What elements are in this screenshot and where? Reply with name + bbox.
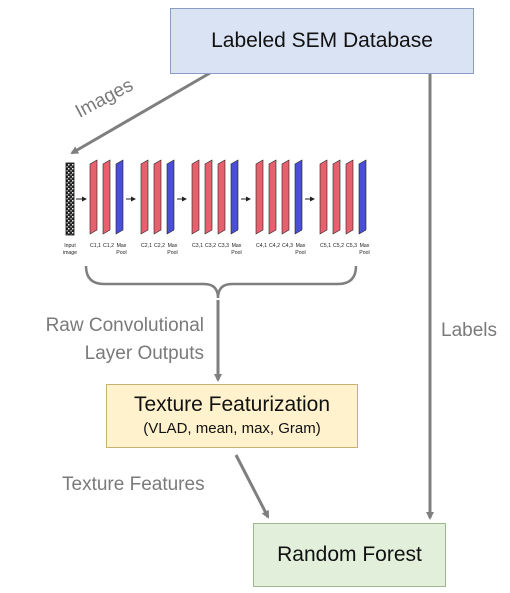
conv-layer <box>332 159 341 235</box>
pool-layer <box>166 159 175 235</box>
pool-layer-label: Pool <box>295 250 305 256</box>
conv-layer <box>319 159 328 235</box>
pool-layer <box>115 159 124 235</box>
input-image-label: Input <box>64 243 76 249</box>
conv-layer-label: C1,2 <box>103 243 114 249</box>
texture-features-edge-label: Texture Features <box>62 474 205 495</box>
conv-layer <box>89 159 98 235</box>
pool-layer-label: Pool <box>167 250 177 256</box>
conv-layer <box>217 159 226 235</box>
conv-output-brace <box>84 265 358 299</box>
conv-layer <box>281 159 290 235</box>
conv-layer <box>204 159 213 235</box>
conv-layer-label: C4,1 <box>256 243 267 249</box>
conv-layer-label: C5,1 <box>320 243 331 249</box>
pool-layer-label: Pool <box>116 250 126 256</box>
raw-outputs-edge-label: Raw Convolutional Layer Outputs <box>0 312 204 368</box>
database-label: Labeled SEM Database <box>211 29 433 52</box>
pool-layer-label: Pool <box>231 250 241 256</box>
conv-layer-label: C5,2 <box>333 243 344 249</box>
conv-layer <box>102 159 111 235</box>
pool-layer-label: Max <box>360 243 370 249</box>
pool-layer-label: Max <box>232 243 242 249</box>
raw-outputs-line-1: Raw Convolutional <box>45 315 204 336</box>
input-image-layer <box>65 162 75 236</box>
conv-layer <box>255 159 264 235</box>
pool-layer-label: Pool <box>359 250 369 256</box>
pool-layer <box>230 159 239 235</box>
random-forest-label: Random Forest <box>277 543 422 566</box>
conv-layer <box>268 159 277 235</box>
conv-layer <box>191 159 200 235</box>
conv-layer <box>140 159 149 235</box>
database-node: Labeled SEM Database <box>170 8 474 74</box>
pool-layer-label: Max <box>117 243 127 249</box>
pool-layer-label: Max <box>296 243 306 249</box>
labels-edge-label: Labels <box>441 320 497 341</box>
conv-layer-label: C4,2 <box>269 243 280 249</box>
arrow-featurization-to-forest <box>234 454 270 519</box>
pool-layer <box>294 159 303 235</box>
conv-layer-label: C3,3 <box>218 243 229 249</box>
texture-featurization-methods: (VLAD, mean, max, Gram) <box>143 420 321 437</box>
conv-layer-label: C4,3 <box>282 243 293 249</box>
conv-layer-label: C2,2 <box>154 243 165 249</box>
conv-layer-label: C3,1 <box>192 243 203 249</box>
arrow-database-to-cnn <box>70 71 211 155</box>
conv-layer-label: C2,1 <box>141 243 152 249</box>
conv-layer <box>153 159 162 235</box>
random-forest-node: Random Forest <box>253 523 446 587</box>
pool-layer-label: Max <box>168 243 178 249</box>
pool-layer <box>358 159 367 235</box>
input-image-label: image <box>63 250 77 256</box>
conv-layer-label: C3,2 <box>205 243 216 249</box>
conv-layer-label: C1,1 <box>90 243 101 249</box>
texture-featurization-title: Texture Featurization <box>133 393 331 416</box>
texture-featurization-node: Texture Featurization (VLAD, mean, max, … <box>106 384 358 448</box>
raw-outputs-line-2: Layer Outputs <box>84 343 204 364</box>
conv-layer <box>345 159 354 235</box>
conv-layer-label: C5,3 <box>346 243 357 249</box>
